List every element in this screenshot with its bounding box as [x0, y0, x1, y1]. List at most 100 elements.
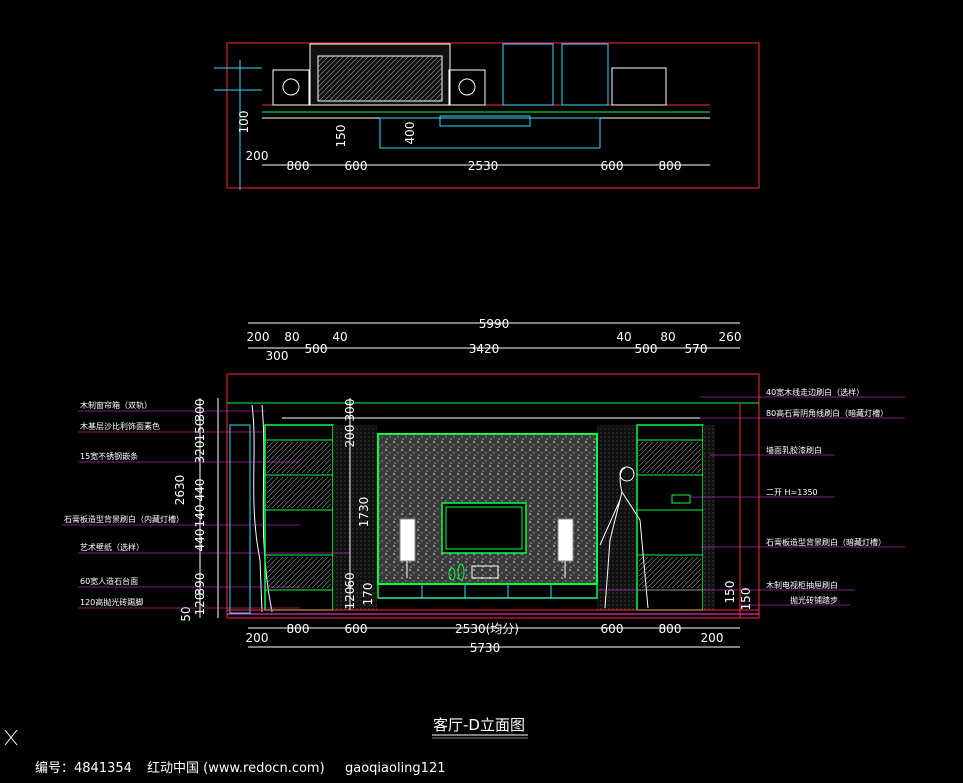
elevation-frame [226, 373, 760, 619]
label-latex-paint: 墙面乳胶漆刷白 [766, 445, 822, 455]
dim-bottom-200-left: 200 [246, 631, 269, 645]
dim-top-570: 570 [685, 342, 708, 356]
dim-bottom-200-right: 200 [701, 631, 724, 645]
plan-cabinet-right [561, 43, 609, 106]
plan-side-table-left [272, 69, 310, 106]
label-floor-step: 抛光砖铺踏步 [790, 595, 838, 605]
dim-inner-300: 300 [343, 399, 357, 422]
decor-vases-icon [448, 563, 499, 581]
tv-icon [441, 502, 527, 554]
dim-left-390: 390 [193, 573, 207, 596]
human-head-icon [619, 466, 635, 482]
dim-left-50: 50 [179, 606, 193, 621]
window-frame [229, 424, 251, 614]
switch-icon [671, 494, 691, 504]
plan-tv-unit [439, 115, 531, 127]
elevation-view: 5990 200 80 40 40 80 260 300 500 3420 50… [62, 317, 905, 655]
dim-left-320: 320 [193, 441, 207, 464]
dim-inner-1730: 1730 [357, 497, 371, 528]
dim-left-440-2: 440 [193, 529, 207, 552]
label-steel-strip: 15宽不锈钢嵌条 [80, 451, 138, 461]
right-wall-finish [703, 425, 715, 610]
dim-left-440: 440 [193, 479, 207, 502]
footer-id: 编号：4841354 [35, 761, 132, 776]
dim-top-500-right: 500 [635, 342, 658, 356]
dim-top-500: 500 [305, 342, 328, 356]
dim-left-150: 150 [193, 419, 207, 442]
shelf-left-panel [267, 442, 331, 473]
dim-bottom-2530: 2530(均分) [455, 622, 519, 636]
plan-dim-150: 150 [334, 125, 348, 148]
footer-user: gaoqiaoling121 [345, 761, 445, 776]
curtain-left-icon [251, 404, 263, 613]
plan-dim-100: 100 [237, 111, 251, 134]
plan-side-table-right [448, 69, 486, 106]
dim-inner-200: 200 [343, 425, 357, 448]
label-wallpaper: 艺术壁纸（选样） [80, 542, 144, 552]
dim-top-40-right: 40 [616, 330, 631, 344]
plan-dim-800-left: 800 [287, 159, 310, 173]
plan-view: 800 600 2530 600 800 200 100 150 400 [214, 42, 760, 190]
plan-wardrobe [502, 43, 554, 106]
speaker-right-icon [557, 518, 574, 562]
plan-tv-cabinet [379, 117, 601, 149]
dim-left-140: 140 [193, 505, 207, 528]
dim-inner-170: 170 [361, 583, 375, 606]
label-tv-drawer: 木制电视柜抽屉刷白 [766, 580, 838, 590]
label-curtain-box: 木制窗帘箱（双轨） [80, 400, 152, 410]
label-gypsum-bg: 石膏板造型背景刷白（内藏灯槽） [64, 514, 184, 524]
wallpaper-left [333, 425, 377, 610]
dim-right-150: 150 [723, 581, 737, 604]
dim-top-260: 260 [719, 330, 742, 344]
shelf-left-boards [265, 439, 333, 591]
plan-dim-400: 400 [403, 122, 417, 145]
dim-top-80: 80 [284, 330, 299, 344]
tv-cabinet [377, 583, 598, 599]
plan-frame [226, 42, 760, 189]
dim-top-200: 200 [247, 330, 270, 344]
human-figure-icon [599, 467, 649, 609]
dim-bottom-600-left: 600 [345, 622, 368, 636]
shelf-left-panel [267, 477, 331, 508]
dim-left-120: 120 [193, 593, 207, 616]
dim-top-300: 300 [266, 349, 289, 363]
shelf-right-panel [639, 557, 701, 588]
dim-bottom-800-left: 800 [287, 622, 310, 636]
label-skirting: 120高抛光砖踢脚 [80, 597, 143, 607]
dim-inner-60: 60 [343, 572, 357, 587]
plan-box-right [611, 67, 667, 106]
plan-sofa-cushions [317, 55, 443, 102]
plan-lamp-left-icon [282, 78, 300, 96]
tv-screen [445, 506, 523, 550]
speaker-left-icon [399, 518, 416, 562]
right-annotations [597, 396, 905, 606]
dim-top-80-right: 80 [660, 330, 675, 344]
label-switch: 二开 H=1350 [766, 488, 818, 497]
footer-site[interactable]: 红动中国 (www.redocn.com) [147, 760, 325, 776]
dim-top-3420: 3420 [469, 342, 500, 356]
left-annotations [62, 410, 350, 609]
plan-dim-2530: 2530 [468, 159, 499, 173]
dim-right-150-2: 150 [739, 588, 753, 611]
dim-bottom-800-right: 800 [659, 622, 682, 636]
plan-dim-600-left: 600 [345, 159, 368, 173]
dim-inner-120: 120 [343, 587, 357, 610]
drawing-title: 客厅-D立面图 [433, 716, 525, 734]
shelf-left-panel [267, 557, 331, 588]
ucs-axis-icon [4, 729, 18, 746]
label-gypsum-bg-right: 石膏板造型背景刷白（暗藏灯槽） [766, 537, 886, 547]
dim-left-300: 300 [193, 399, 207, 422]
wallpaper-right [597, 425, 637, 610]
plan-dim-800-right: 800 [659, 159, 682, 173]
label-wood-veneer: 木基层沙比利饰面素色 [80, 421, 160, 431]
plan-lamp-right-icon [458, 78, 476, 96]
dim-top-40: 40 [332, 330, 347, 344]
tv-cabinet-drawers [421, 584, 552, 598]
shelf-right-panel [639, 442, 701, 473]
label-stone-top: 60宽人造石台面 [80, 576, 138, 586]
dim-bottom-600-right: 600 [601, 622, 624, 636]
label-wood-trim: 40宽木线走边刷白（选样） [766, 387, 864, 397]
plan-dim-600-right: 600 [601, 159, 624, 173]
dim-left-2630: 2630 [173, 475, 187, 506]
